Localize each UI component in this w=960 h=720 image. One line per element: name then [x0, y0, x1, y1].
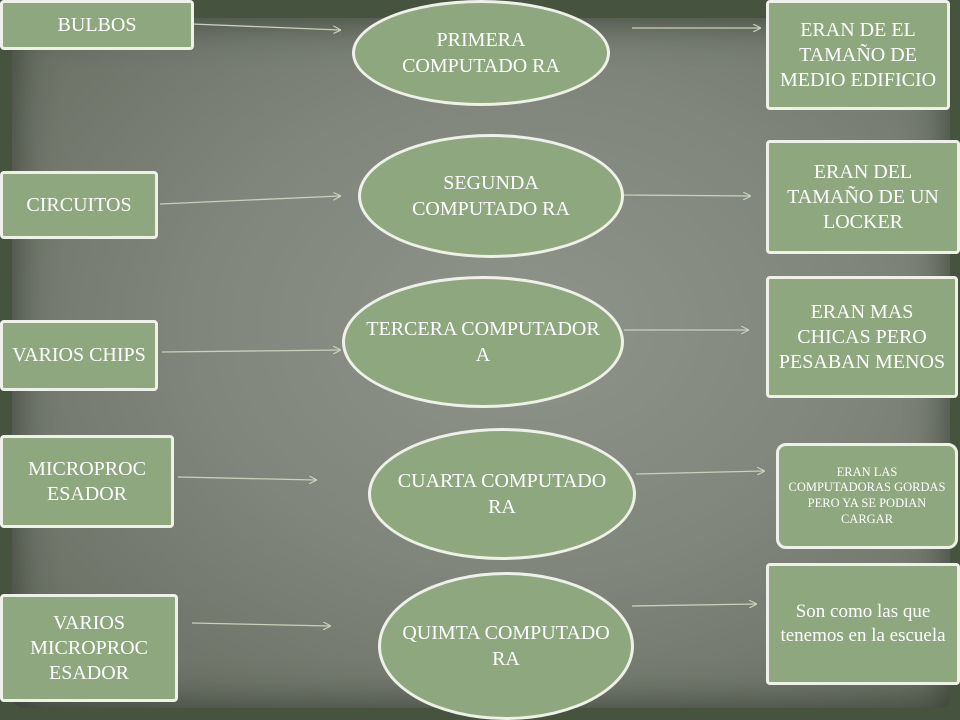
arrow-varios-quimta: [191, 623, 330, 626]
node-varios-chips: VARIOS CHIPS: [0, 320, 158, 391]
node-medio-edificio: ERAN DE EL TAMAÑO DE MEDIO EDIFICIO: [766, 0, 950, 110]
node-escuela: Son como las que tenemos en la escuela: [766, 563, 960, 685]
node-computadoras-gordas: ERAN LAS COMPUTADORAS GORDAS PERO YA SE …: [776, 443, 958, 549]
node-tamano-locker: ERAN DEL TAMAÑO DE UN LOCKER: [766, 140, 960, 254]
node-microprocesador: MICROPROC ESADOR: [0, 435, 174, 528]
node-primera-computadora: PRIMERA COMPUTADO RA: [352, 0, 610, 106]
node-bulbos: BULBOS: [0, 0, 194, 50]
arrow-circuitos-segunda: [159, 196, 340, 205]
node-mas-chicas: ERAN MAS CHICAS PERO PESABAN MENOS: [766, 276, 958, 398]
node-varios-microprocesador: VARIOS MICROPROC ESADOR: [0, 594, 178, 702]
arrow-micro-cuarta: [177, 477, 316, 480]
arrow-cuarta-gordas: [635, 471, 764, 474]
node-circuitos: CIRCUITOS: [0, 171, 158, 239]
node-tercera-computadora: TERCERA COMPUTADOR A: [342, 276, 624, 408]
arrow-bulbos-primera: [191, 23, 340, 30]
arrow-segunda-locker: [623, 195, 750, 196]
node-quimta-computadora: QUIMTA COMPUTADO RA: [378, 572, 634, 720]
arrow-quimta-escuela: [631, 604, 756, 606]
arrow-chips-tercera: [161, 350, 340, 352]
node-cuarta-computadora: CUARTA COMPUTADO RA: [368, 428, 636, 560]
node-segunda-computadora: SEGUNDA COMPUTADO RA: [358, 134, 624, 258]
